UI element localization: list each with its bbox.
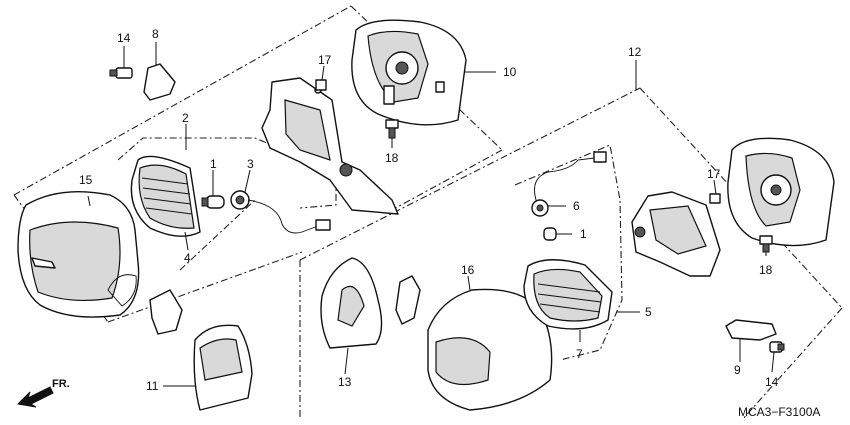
callout-5: 5: [645, 305, 652, 319]
right-assembly-boundary: [299, 87, 843, 421]
mirror-glass-right: [727, 137, 835, 247]
callout-4: 4: [184, 251, 191, 265]
leader-lines: [87, 42, 775, 387]
turn-signal-left: [130, 155, 201, 237]
callout-15: 15: [79, 173, 93, 187]
bulb-right: [543, 227, 557, 241]
socket-wire-left: [230, 190, 331, 234]
callout-11: 11: [146, 379, 159, 393]
mirror-frame-left: [261, 77, 399, 215]
screw-17-right: [709, 193, 721, 204]
callout-18-right: 18: [759, 263, 773, 277]
callout-7: 7: [576, 347, 583, 361]
callout-6: 6: [573, 199, 580, 213]
callout-17-left: 17: [318, 53, 332, 67]
mirror-glass-left: [351, 19, 467, 126]
callout-14-right: 14: [765, 375, 779, 389]
callout-14-left: 14: [117, 31, 131, 45]
mirror-housing-left: [17, 191, 140, 318]
callout-17-right: 17: [707, 167, 721, 181]
callout-3: 3: [247, 157, 254, 171]
clip-right: [395, 275, 421, 325]
lower-cover-left: [149, 289, 253, 411]
callout-8: 8: [152, 27, 159, 41]
callout-18-left: 18: [385, 151, 399, 165]
socket-wire-right: [531, 151, 607, 217]
callout-13: 13: [338, 375, 352, 389]
callout-12: 12: [628, 45, 642, 59]
bulb-left: [201, 195, 225, 209]
bracket-bolt-left: [109, 63, 176, 101]
mirror-housing-right: [427, 288, 553, 411]
bolt-18-left: [385, 119, 399, 139]
callout-16: 16: [461, 263, 475, 277]
callout-1-left: 1: [210, 157, 217, 171]
mirror-frame-right: [631, 191, 721, 277]
screw-17-left: [315, 79, 327, 91]
lower-cover-right: [320, 257, 383, 349]
diagram-code: MCA3−F3100A: [738, 405, 820, 419]
callout-1-right: 1: [580, 227, 587, 241]
callout-9: 9: [734, 363, 741, 377]
front-direction-label: FR.: [52, 378, 70, 390]
callouts: 14 8 17 10 2 18 1 3 15 4 11 12 17 6 1 18…: [79, 27, 779, 393]
bolt-18-right: [759, 235, 773, 253]
front-arrow-icon: [16, 386, 54, 408]
callout-10: 10: [503, 65, 517, 79]
front-direction-indicator: FR.: [16, 378, 70, 408]
callout-2: 2: [182, 111, 189, 125]
turn-signal-right: [523, 259, 613, 330]
bracket-bolt-right: [725, 319, 785, 353]
